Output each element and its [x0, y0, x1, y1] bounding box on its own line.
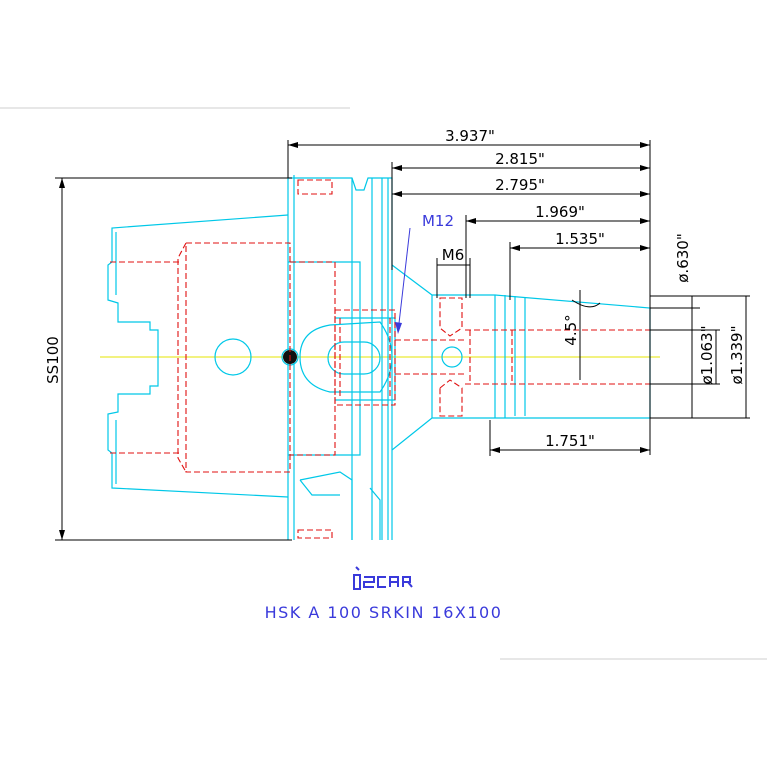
dim-m12: M12	[422, 212, 454, 230]
dim-1535: 1.535"	[555, 230, 605, 248]
dim-m6: M6	[442, 246, 465, 264]
drawing-caption: HSK A 100 SRKIN 16X100	[264, 603, 503, 622]
dim-dia-1339: ø1.339"	[728, 325, 746, 384]
dim-dia-630: ø.630"	[674, 233, 692, 282]
iscar-logo	[353, 566, 413, 590]
dimension-lines	[55, 140, 750, 541]
dim-1969: 1.969"	[535, 203, 585, 221]
hidden-lines	[110, 179, 650, 539]
dim-overall-length: 3.937"	[445, 127, 495, 145]
dim-ss100: SS100	[44, 336, 62, 384]
dim-dia-1063: ø1.063"	[698, 325, 716, 384]
dimension-arrows	[59, 142, 650, 540]
dim-2795: 2.795"	[495, 176, 545, 194]
dim-1751: 1.751"	[545, 432, 595, 450]
dim-angle: 4.5°	[562, 314, 580, 345]
dim-2815: 2.815"	[495, 150, 545, 168]
m12-callout	[395, 227, 411, 334]
